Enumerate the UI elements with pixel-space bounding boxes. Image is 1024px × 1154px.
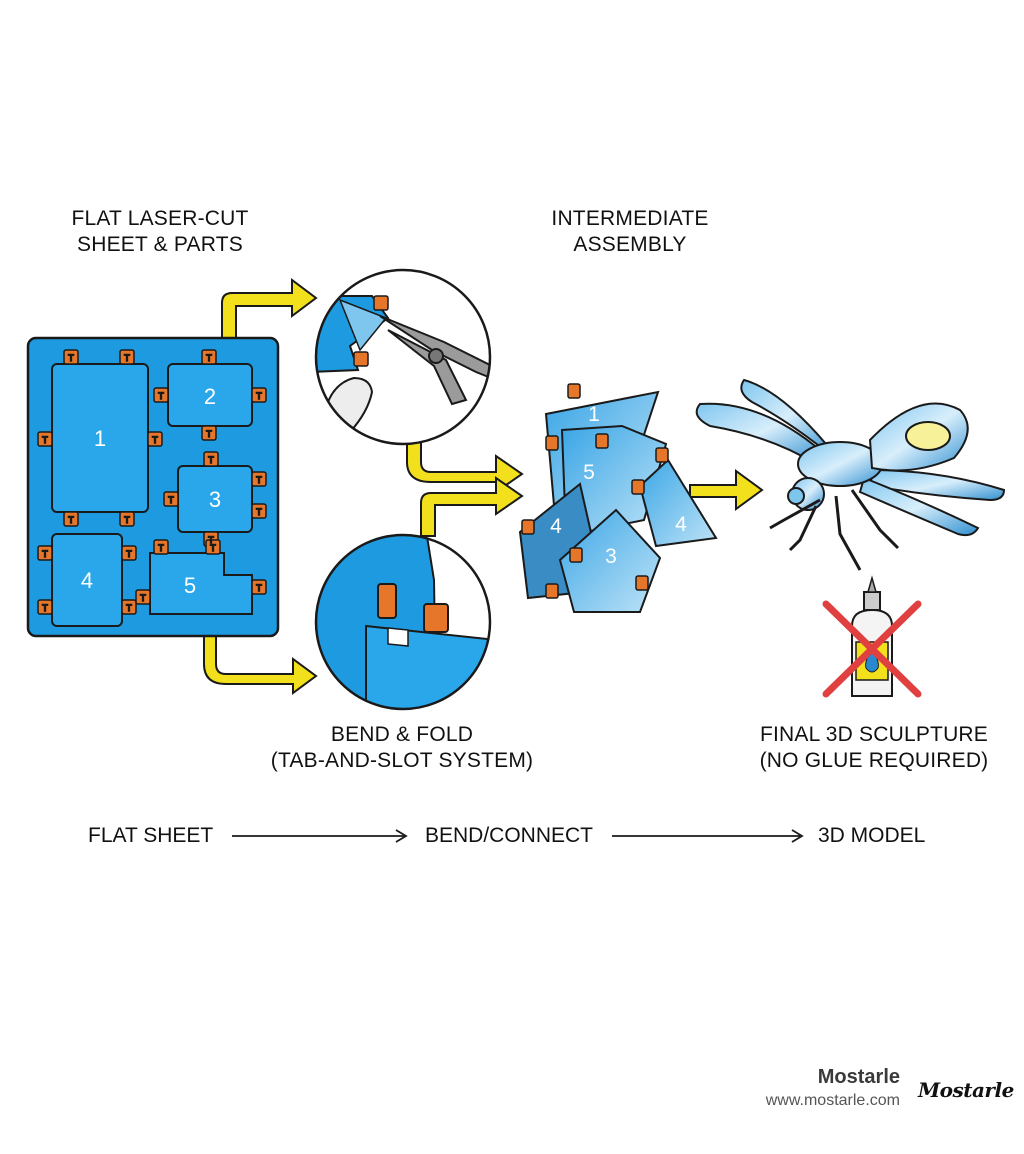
sheet-part-5 <box>149 552 253 615</box>
tab-mark: T <box>256 475 262 485</box>
final-label-line2: (NO GLUE REQUIRED) <box>759 749 989 772</box>
flow-arrows <box>203 278 764 695</box>
tab-mark: T <box>42 435 48 445</box>
assembly-label-3: 3 <box>605 545 617 568</box>
flat-sheet-label-line1: FLAT LASER-CUT <box>71 207 249 230</box>
intermediate-assembly: 1 5 4 3 4 <box>518 383 718 613</box>
final-label: FINAL 3D SCULPTURE (NO GLUE REQUIRED) <box>744 722 1004 774</box>
tab-mark: T <box>256 391 262 401</box>
flow-step-3d-model: 3D MODEL <box>818 824 926 847</box>
sheet-part-label-4: 4 <box>81 568 93 593</box>
tab-mark: T <box>208 455 214 465</box>
sheet-part-label-1: 1 <box>94 426 106 451</box>
flow-step-bend-connect: BEND/CONNECT <box>425 824 594 847</box>
intermediate-label-line2: ASSEMBLY <box>573 233 687 256</box>
tab-mark: T <box>124 515 130 525</box>
slot-detail-circle <box>314 533 492 711</box>
tab-mark: T <box>158 543 164 553</box>
bend-detail-circle <box>314 268 492 446</box>
tab-mark: T <box>208 535 214 545</box>
brand-signature-logo: Mostarle <box>918 1078 1014 1102</box>
assembly-label-1: 1 <box>588 403 600 426</box>
tab-mark: T <box>126 549 132 559</box>
final-label-line1: FINAL 3D SCULPTURE <box>759 723 989 746</box>
assembly-label-4a: 4 <box>550 515 562 538</box>
tab-mark: T <box>124 353 130 363</box>
tab-mark: T <box>68 515 74 525</box>
flat-sheet-label: FLAT LASER-CUT SHEET & PARTS <box>60 206 260 258</box>
tab-mark: T <box>126 603 132 613</box>
tab-mark: T <box>158 391 164 401</box>
assembly-label-4b: 4 <box>675 513 687 536</box>
tab-mark: T <box>68 353 74 363</box>
tab-mark: T <box>152 435 158 445</box>
no-glue-icon <box>822 575 922 698</box>
tab-mark: T <box>210 543 216 553</box>
sheet-part-label-3: 3 <box>209 487 221 512</box>
tab-mark: T <box>206 353 212 363</box>
intermediate-label: INTERMEDIATE ASSEMBLY <box>530 206 730 258</box>
tab-mark: T <box>206 429 212 439</box>
tab-mark: T <box>256 583 262 593</box>
tab-mark: T <box>256 507 262 517</box>
bend-fold-label: BEND & FOLD (TAB-AND-SLOT SYSTEM) <box>262 722 542 774</box>
tab-mark: T <box>140 593 146 603</box>
tab-mark: T <box>42 549 48 559</box>
sheet-part-label-5: 5 <box>184 573 196 598</box>
bend-fold-label-line1: BEND & FOLD <box>330 723 474 746</box>
intermediate-label-line1: INTERMEDIATE <box>551 207 709 230</box>
assembly-label-5: 5 <box>583 461 595 484</box>
flow-line-arrows <box>232 829 804 843</box>
brand-url: www.mostarle.com <box>765 1092 900 1109</box>
brand-name: Mostarle <box>817 1066 900 1088</box>
tab-mark: T <box>168 495 174 505</box>
bend-fold-label-line2: (TAB-AND-SLOT SYSTEM) <box>270 749 534 772</box>
sheet-part-4 <box>51 533 123 627</box>
sheet-part-label-2: 2 <box>204 384 216 409</box>
final-sculpture <box>695 378 1006 571</box>
flow-step-flat-sheet: FLAT SHEET <box>88 824 214 847</box>
flat-sheet-label-line2: SHEET & PARTS <box>77 233 243 256</box>
tab-mark: T <box>42 603 48 613</box>
